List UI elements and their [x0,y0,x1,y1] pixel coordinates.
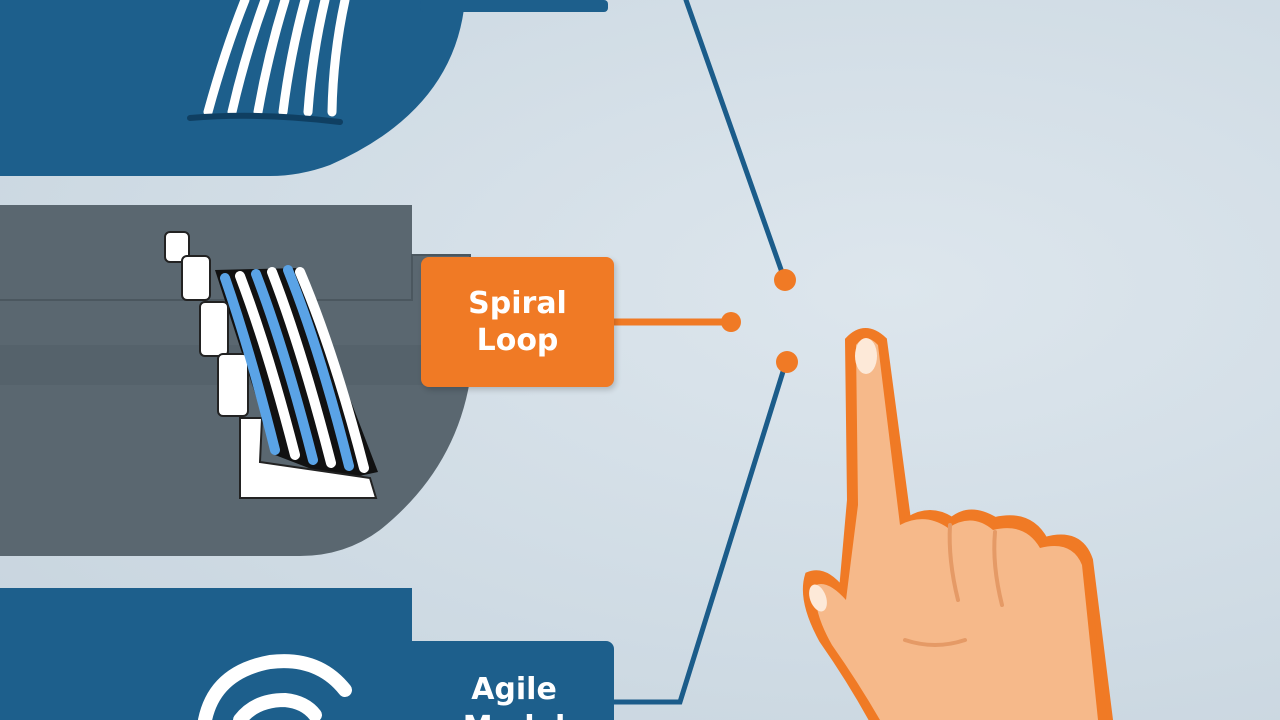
agile-model-label[interactable]: Agile Model [414,641,614,720]
connector-node-bottom [776,351,798,373]
pointing-hand-icon [802,328,1114,720]
connector-node-top [774,269,796,291]
cascade-steps-icon [164,231,378,499]
waterfall-panel[interactable] [0,0,608,176]
spiral-connector [608,312,741,332]
connector-lines [609,0,789,705]
waterfall-icon [187,0,350,125]
circular-arrow-icon [198,654,352,720]
agile-panel[interactable] [0,588,470,720]
spiral-loop-label[interactable]: Spiral Loop [421,257,614,387]
